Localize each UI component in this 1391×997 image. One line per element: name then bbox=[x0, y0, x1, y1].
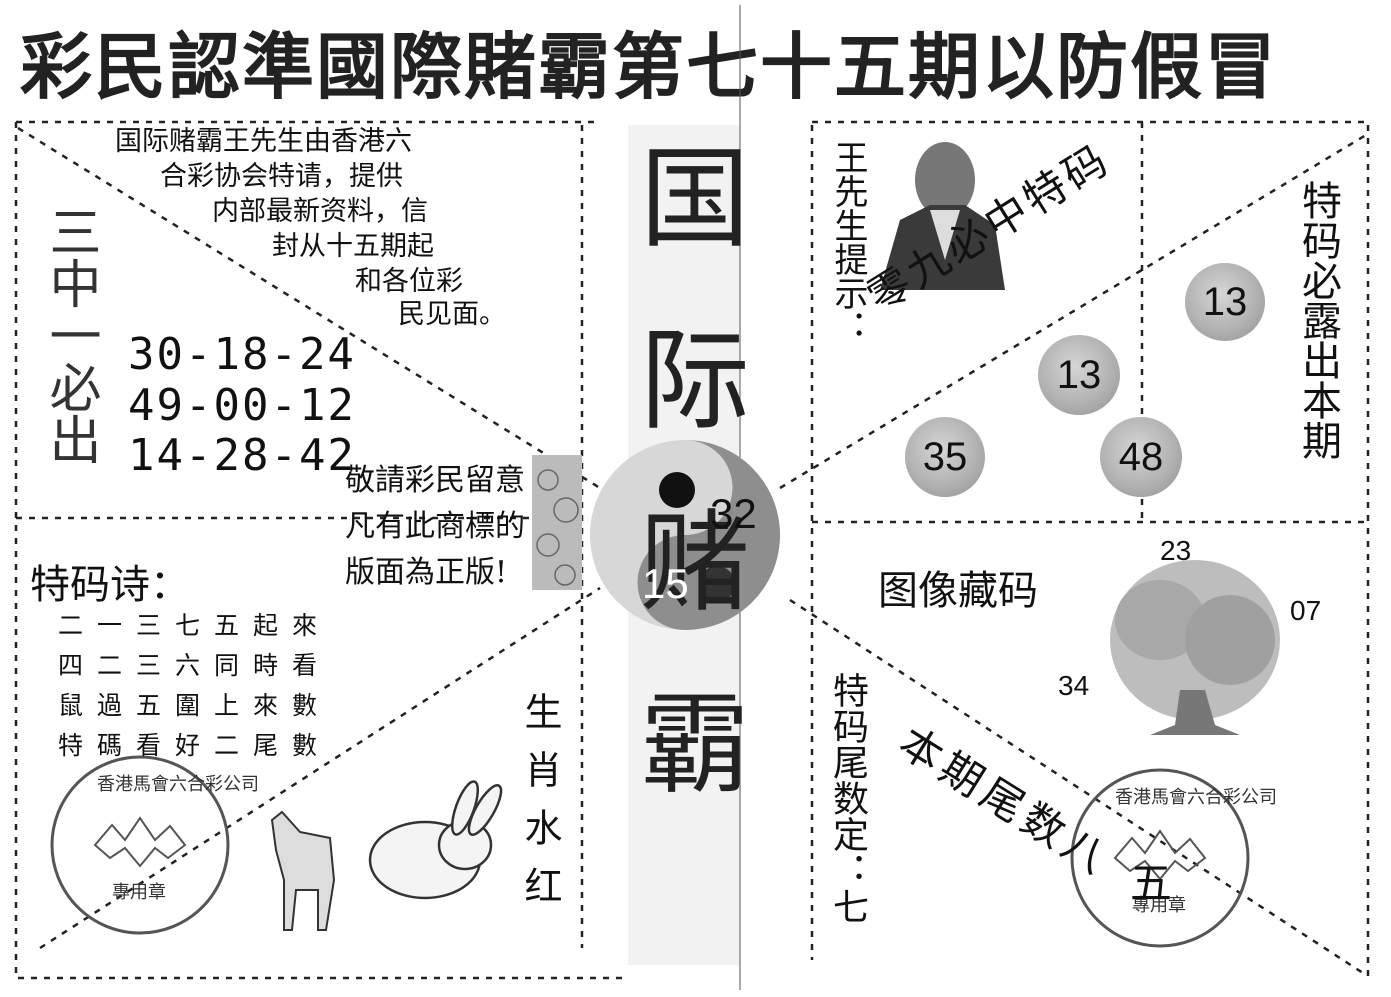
hint-label: 王先生提示： bbox=[828, 140, 868, 344]
image-code-number-2: 07 bbox=[1290, 595, 1322, 626]
three-hit-label: 三中一必出 bbox=[40, 205, 100, 465]
stamp-ring-text-left: 香港馬會六合彩公司 bbox=[97, 774, 259, 795]
notice-line-3: 版面為正版! bbox=[345, 555, 508, 590]
stamp-ring-text-right: 香港馬會六合彩公司 bbox=[1115, 787, 1277, 808]
left-border bbox=[14, 122, 628, 980]
tail-label: 特码尾数定：七 bbox=[827, 672, 868, 924]
right-border bbox=[812, 120, 1370, 978]
notice-line-2: 凡有此商標的 bbox=[345, 509, 525, 544]
image-code-label: 图像藏码 bbox=[878, 568, 1038, 614]
poem-line-1: 二一三七五起來 bbox=[58, 611, 332, 640]
rabbit-drawing bbox=[368, 780, 503, 900]
poem-line-3: 鼠過五圍上來數 bbox=[58, 691, 332, 720]
page-title: 彩民認準國際賭霸第七十五期以防假冒 bbox=[20, 25, 1279, 109]
mr-wang-photo bbox=[880, 142, 1005, 290]
number-ball-2: 13 bbox=[1038, 335, 1120, 415]
left-diagonal-upper bbox=[17, 126, 601, 490]
right-diagonal-lower bbox=[789, 598, 1367, 977]
poem-lines: 二一三七五起來 四二三六同時看 鼠過五圍上來數 特碼看好二尾數 bbox=[58, 606, 331, 766]
number-row-2: 49-00-12 bbox=[128, 380, 356, 431]
poem-line-2: 四二三六同時看 bbox=[58, 651, 332, 680]
stamp-center-text-left: 專用章 bbox=[112, 882, 166, 903]
right-diagonal-upper bbox=[779, 133, 1367, 490]
number-row-1: 30-18-24 bbox=[128, 329, 356, 380]
yinyang-symbol bbox=[590, 440, 780, 631]
yinyang-number-bottom: 15 bbox=[642, 560, 689, 607]
intro-line-1: 国际赌霸王先生由香港六 bbox=[115, 126, 412, 157]
intro-line-2: 合彩协会特请，提供 bbox=[160, 161, 403, 192]
goat-drawing bbox=[270, 810, 336, 931]
number-ball-1: 13 bbox=[1185, 263, 1265, 341]
intro-line-6: 民见面。 bbox=[398, 299, 506, 330]
intro-line-5: 和各位彩 bbox=[355, 266, 463, 297]
company-stamp-right bbox=[1070, 768, 1250, 948]
poem-line-4: 特碼看好二尾數 bbox=[58, 731, 332, 760]
center-title: 国际赌霸 bbox=[621, 140, 749, 868]
number-ball-4: 48 bbox=[1100, 417, 1182, 497]
special-side-label: 特码必露出本期 bbox=[1295, 180, 1341, 460]
number-row-3: 14-28-42 bbox=[128, 430, 356, 481]
company-stamp-left bbox=[50, 755, 230, 935]
number-ball-3: 35 bbox=[905, 417, 985, 497]
poem-title: 特码诗： bbox=[30, 562, 190, 608]
notice-line-1: 敬請彩民留意 bbox=[345, 463, 525, 498]
tree-picture bbox=[1110, 560, 1280, 735]
intro-line-3: 内部最新资料，信 bbox=[212, 196, 428, 227]
image-code-number-3: 34 bbox=[1058, 670, 1090, 701]
tail-diagonal-extra: 五 bbox=[1130, 859, 1173, 908]
stamp-center-text-right: 專用章 bbox=[1132, 895, 1186, 916]
intro-line-4: 封从十五期起 bbox=[272, 231, 434, 262]
authenticity-notice: 敬請彩民留意 凡有此商標的 版面為正版! bbox=[345, 458, 525, 596]
image-code-number-1: 23 bbox=[1160, 535, 1192, 566]
yinyang-number-top: 32 bbox=[710, 490, 757, 537]
zodiac-label: 生肖水红 bbox=[518, 692, 562, 924]
